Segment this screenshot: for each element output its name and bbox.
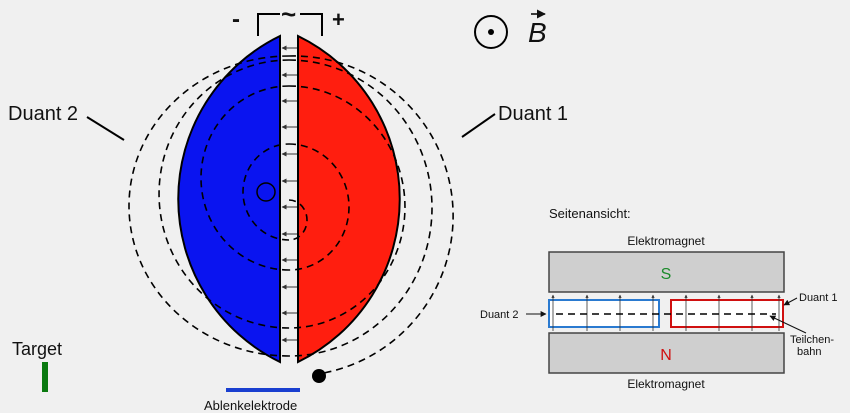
duant-2-label: Duant 2	[8, 103, 78, 125]
ac-voltage-connector	[257, 13, 323, 36]
electromagnet-bottom	[548, 332, 785, 374]
gap-field-arrows	[281, 45, 297, 343]
particle-spiral-path	[128, 55, 454, 375]
field-out-of-page-icon	[474, 15, 508, 49]
particle-dot	[312, 369, 326, 383]
magnet-bottom-label: Elektromagnet	[627, 377, 705, 391]
south-pole-label: S	[661, 266, 672, 283]
target-marker	[42, 362, 48, 392]
ion-source-circle	[256, 182, 276, 202]
ac-symbol: ~	[281, 0, 296, 29]
side-view-title: Seitenansicht:	[549, 206, 631, 221]
magnet-top-label: Elektromagnet	[627, 234, 705, 248]
duant-2-shape	[177, 34, 281, 364]
target-label: Target	[12, 339, 62, 359]
particle-path-pointer	[769, 315, 807, 334]
particle-path-label-line2: bahn	[797, 346, 821, 358]
side-duant-2-label: Duant 2	[480, 309, 519, 321]
side-duant-1-pointer	[783, 297, 798, 306]
cyclotron-top-view: - ~ + B Duant 2 Duant 1 Ablenkelektrode …	[8, 0, 568, 413]
minus-sign: -	[232, 6, 240, 33]
particle-path-label-line1: Teilchen-	[790, 334, 834, 346]
magnetic-field-symbol: B	[474, 9, 547, 49]
plus-sign: +	[332, 7, 345, 32]
side-field-lines	[551, 294, 781, 331]
duant-1-label: Duant 1	[498, 103, 568, 125]
duant-1-pointer	[461, 113, 496, 138]
north-pole-label: N	[660, 347, 672, 364]
electromagnet-top	[548, 251, 785, 293]
field-label: B	[528, 17, 547, 48]
duant-2-pointer	[86, 116, 125, 141]
deflection-electrode-label: Ablenkelektrode	[204, 398, 297, 413]
side-view: Seitenansicht: Elektromagnet S N Elektro…	[480, 206, 838, 391]
side-duant-1-label: Duant 1	[799, 292, 838, 304]
